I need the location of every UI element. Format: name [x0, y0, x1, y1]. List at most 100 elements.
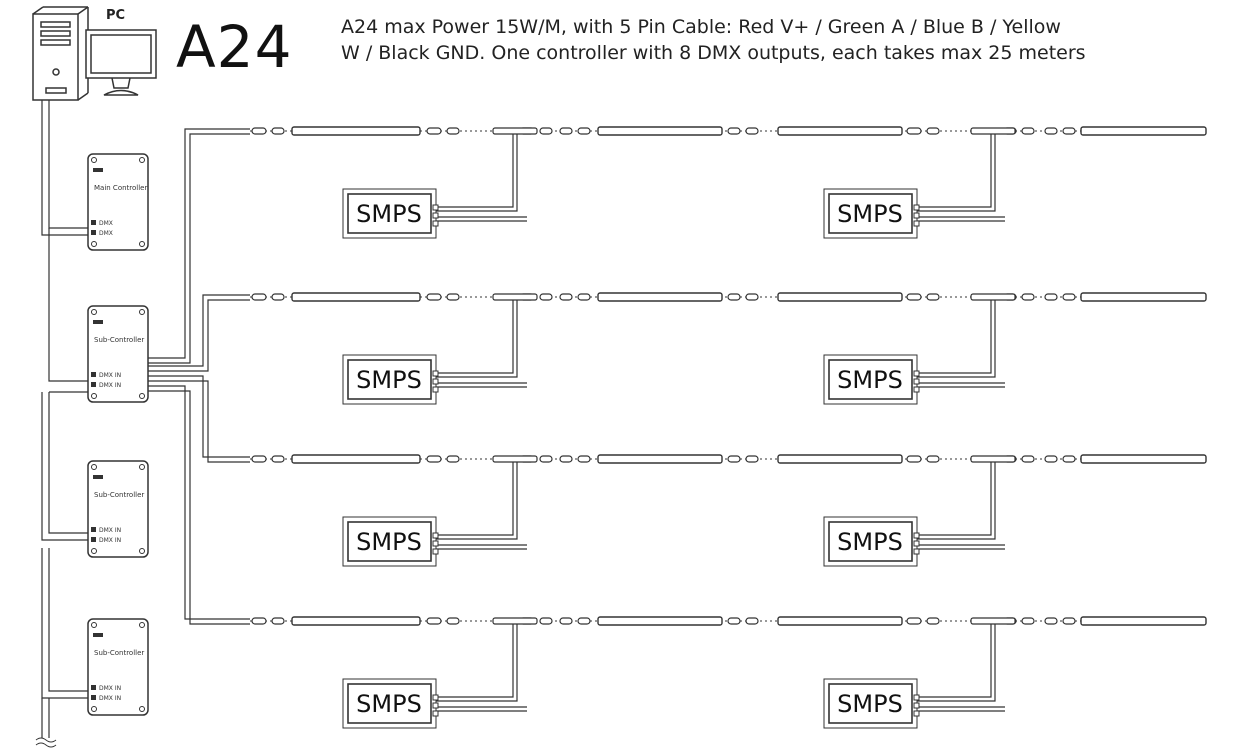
dmx-chain-lines [35, 100, 88, 748]
connector-icon [271, 293, 285, 301]
power-cable [435, 300, 518, 378]
pc-tower-icon [32, 6, 89, 101]
connector-icon [559, 127, 573, 135]
port-icon [91, 537, 96, 542]
connector-icon [446, 127, 460, 135]
smps-label: SMPS [356, 366, 422, 394]
led-strip [291, 454, 421, 464]
port-label: DMX [99, 230, 113, 237]
smps-label: SMPS [837, 366, 903, 394]
smps-inner [347, 193, 432, 234]
terminal-icon [432, 212, 439, 219]
smps-power-supply: SMPS [823, 516, 920, 567]
port-label: DMX IN [99, 537, 121, 544]
connector-icon [251, 455, 267, 463]
power-cable [913, 134, 996, 212]
screw-icon [91, 241, 97, 247]
tee-connector-icon [970, 455, 1016, 463]
tee-connector-icon [970, 293, 1016, 301]
terminal-icon [432, 540, 439, 547]
connector-icon [1021, 617, 1035, 625]
port-icon [91, 372, 96, 377]
connector-icon [1044, 293, 1058, 301]
terminal-icon [913, 548, 920, 555]
tee-connector-icon [970, 127, 1016, 135]
power-cable [913, 624, 992, 698]
connector-icon [271, 617, 285, 625]
connector-icon [539, 127, 553, 135]
description-line-1: A24 max Power 15W/M, with 5 Pin Cable: R… [341, 16, 1061, 38]
led-strip [1080, 616, 1207, 626]
screw-icon [139, 393, 145, 399]
power-cable [913, 300, 996, 378]
smps-inner [347, 359, 432, 400]
screw-icon [91, 157, 97, 163]
smps-power-supply: SMPS [342, 188, 439, 239]
screw-icon [139, 241, 145, 247]
break-mark-icon [35, 742, 57, 748]
connector-icon [906, 127, 922, 135]
connector-icon [926, 127, 940, 135]
strip-row: SMPS SMPS [250, 616, 1207, 729]
connector-icon [426, 293, 442, 301]
power-cable [913, 624, 996, 702]
connector-icon [1044, 127, 1058, 135]
port-icon [91, 220, 96, 225]
tee-connector-icon [970, 617, 1016, 625]
terminal-icon [913, 694, 920, 701]
terminal-icon [432, 694, 439, 701]
connector-icon [446, 293, 460, 301]
port-icon [91, 230, 96, 235]
smps-label: SMPS [837, 528, 903, 556]
smps-label: SMPS [837, 690, 903, 718]
screw-icon [91, 309, 97, 315]
connector-icon [426, 127, 442, 135]
smps-inner [347, 521, 432, 562]
connector-icon [1021, 127, 1035, 135]
led-strip [291, 292, 421, 302]
connector-icon [577, 617, 591, 625]
port-label: DMX IN [99, 527, 121, 534]
terminal-icon [913, 540, 920, 547]
connector-icon [271, 455, 285, 463]
terminal-icon [432, 370, 439, 377]
led-indicator [93, 475, 103, 479]
terminal-icon [432, 710, 439, 717]
led-strip [291, 616, 421, 626]
screw-icon [139, 548, 145, 554]
connector-icon [539, 455, 553, 463]
terminal-icon [432, 548, 439, 555]
screw-icon [139, 706, 145, 712]
controller-body [87, 618, 149, 716]
connector-icon [1044, 617, 1058, 625]
connector-icon [271, 127, 285, 135]
screw-icon [91, 706, 97, 712]
dmx-output-cables [148, 128, 250, 625]
connector-icon [727, 455, 741, 463]
smps-power-supply: SMPS [823, 678, 920, 729]
connector-icon [1062, 293, 1076, 301]
connector-icon [926, 293, 940, 301]
connector-icon [251, 293, 267, 301]
smps-inner [347, 683, 432, 724]
terminal-icon [432, 386, 439, 393]
smps-power-supply: SMPS [342, 678, 439, 729]
connector-icon [727, 293, 741, 301]
port-icon [91, 527, 96, 532]
port-icon [91, 685, 96, 690]
connector-icon [745, 127, 759, 135]
port-icon [91, 695, 96, 700]
led-strip [597, 616, 723, 626]
led-strip [777, 126, 903, 136]
connector-icon [745, 455, 759, 463]
connector-icon [727, 127, 741, 135]
terminal-icon [432, 702, 439, 709]
power-cable [913, 462, 996, 540]
strip-row: SMPS SMPS [250, 292, 1207, 405]
power-cable [435, 624, 514, 698]
power-cable [913, 300, 992, 374]
